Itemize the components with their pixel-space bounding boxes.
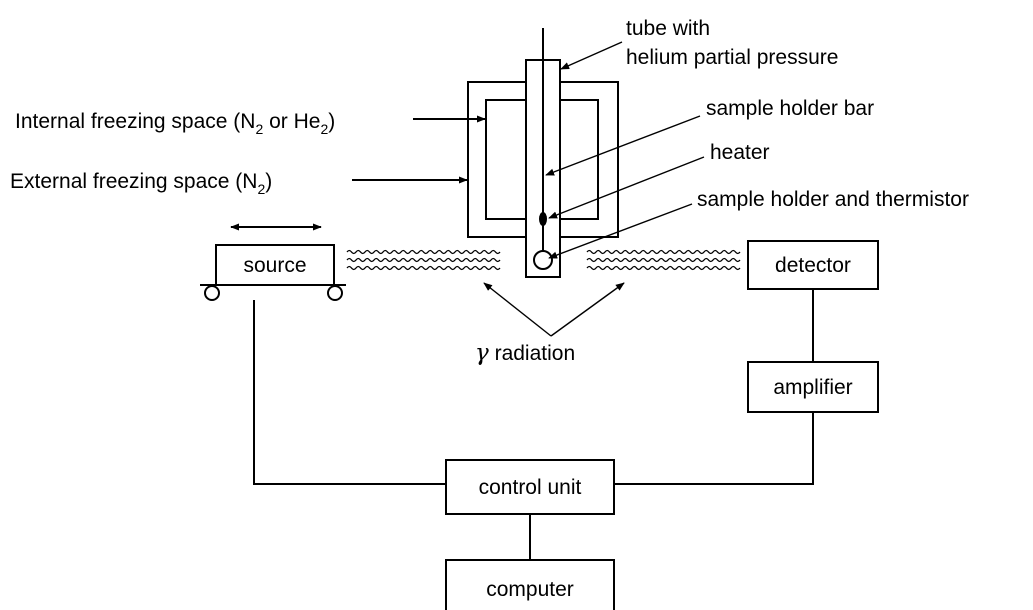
control-unit-block (445, 459, 615, 515)
tube-label-line1: tube with (626, 17, 710, 40)
sample-holder-thermistor-label: sample holder and thermistor (697, 188, 969, 211)
computer-block (445, 559, 615, 610)
amplifier-label: amplifier (773, 376, 852, 399)
heater-element (539, 212, 547, 226)
detector-block (747, 240, 879, 290)
radiation-wave-line (586, 265, 741, 271)
source-control-wire (253, 300, 446, 485)
tube-label-line2: helium partial pressure (626, 46, 838, 69)
tube-pointer-arrow (560, 41, 623, 70)
sample-holder-circle (533, 250, 553, 270)
sample-holder-thermistor-arrow (548, 203, 693, 259)
heater-label: heater (710, 141, 770, 164)
radiation-wave-line (346, 265, 501, 271)
radiation-waves-left (346, 249, 501, 271)
source-wheel-left (204, 285, 220, 301)
gamma-arrow-right (550, 282, 625, 337)
radiation-wave-line (586, 249, 741, 255)
amplifier-block (747, 361, 879, 413)
radiation-wave-line (586, 257, 741, 263)
control-unit-label: control unit (479, 476, 582, 499)
radiation-wave-line (346, 249, 501, 255)
radiation-waves-right (586, 249, 741, 271)
gamma-radiation-label: γ radiation (475, 340, 575, 366)
sample-holder-bar-arrow (545, 115, 701, 176)
amplifier-control-wire (614, 412, 814, 485)
heater-arrow (548, 156, 705, 219)
radiation-wave-line (346, 257, 501, 263)
detector-label: detector (775, 254, 851, 277)
external-freezing-label: External freezing space (N2) (10, 170, 272, 197)
internal-freezing-label: Internal freezing space (N2 or He2) (15, 110, 335, 137)
computer-label: computer (486, 578, 574, 601)
gamma-arrow-left (483, 282, 552, 337)
source-label: source (243, 254, 306, 277)
sample-holder-bar-label: sample holder bar (706, 97, 874, 120)
source-wheel-right (327, 285, 343, 301)
